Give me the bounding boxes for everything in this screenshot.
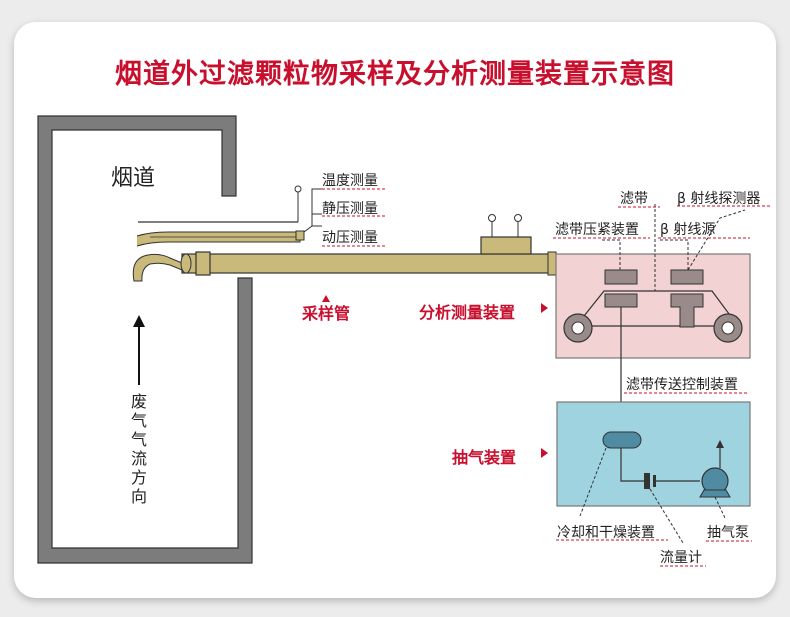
- pump-unit-arrow: [541, 448, 548, 458]
- sampling-nozzle: [132, 253, 183, 282]
- tape-clamp-label: 滤带压紧装置: [555, 222, 639, 238]
- pump-unit-label: 抽气装置: [452, 448, 517, 467]
- beta-source-label: β 射线源: [660, 222, 716, 238]
- analysis-unit-box: [555, 253, 751, 359]
- temperature-label: 温度测量: [322, 173, 378, 189]
- flow-arrow: [133, 315, 145, 385]
- filter-tape-label: 滤带: [620, 191, 648, 207]
- sampling-tube-arrow: [322, 295, 330, 302]
- analysis-label-underlines: [553, 205, 770, 394]
- pitot-probe: [136, 230, 305, 247]
- pump-label-underlines: [556, 539, 752, 567]
- flue-label: 烟道: [111, 166, 156, 191]
- cooler-dryer-label: 冷却和干燥装置: [557, 525, 655, 541]
- flowmeter-label: 流量计: [660, 550, 702, 566]
- analysis-unit-arrow: [541, 303, 548, 313]
- pump-label: 抽气泵: [707, 525, 749, 541]
- tube-heater-box: [480, 214, 532, 255]
- dynamic-pressure-label: 动压测量: [322, 230, 378, 246]
- pump-leaders: [579, 447, 726, 544]
- tape-transport-label: 滤带传送控制装置: [626, 377, 738, 393]
- sampling-tube: [180, 251, 557, 276]
- probe-leaders: [294, 185, 322, 233]
- analysis-unit-label: 分析测量装置: [419, 303, 516, 322]
- page-title: 烟道外过滤颗粒物采样及分析测量装置示意图: [115, 59, 675, 90]
- beta-detector-label: β 射线探测器: [677, 191, 761, 207]
- static-pressure-label: 静压测量: [322, 201, 378, 217]
- sampling-tube-label: 采样管: [302, 304, 351, 323]
- flue-wall: [37, 115, 253, 564]
- flow-direction-label: 废气气流方向: [130, 392, 147, 506]
- pump-unit-box: [556, 401, 751, 507]
- probe-label-underlines: [322, 188, 386, 247]
